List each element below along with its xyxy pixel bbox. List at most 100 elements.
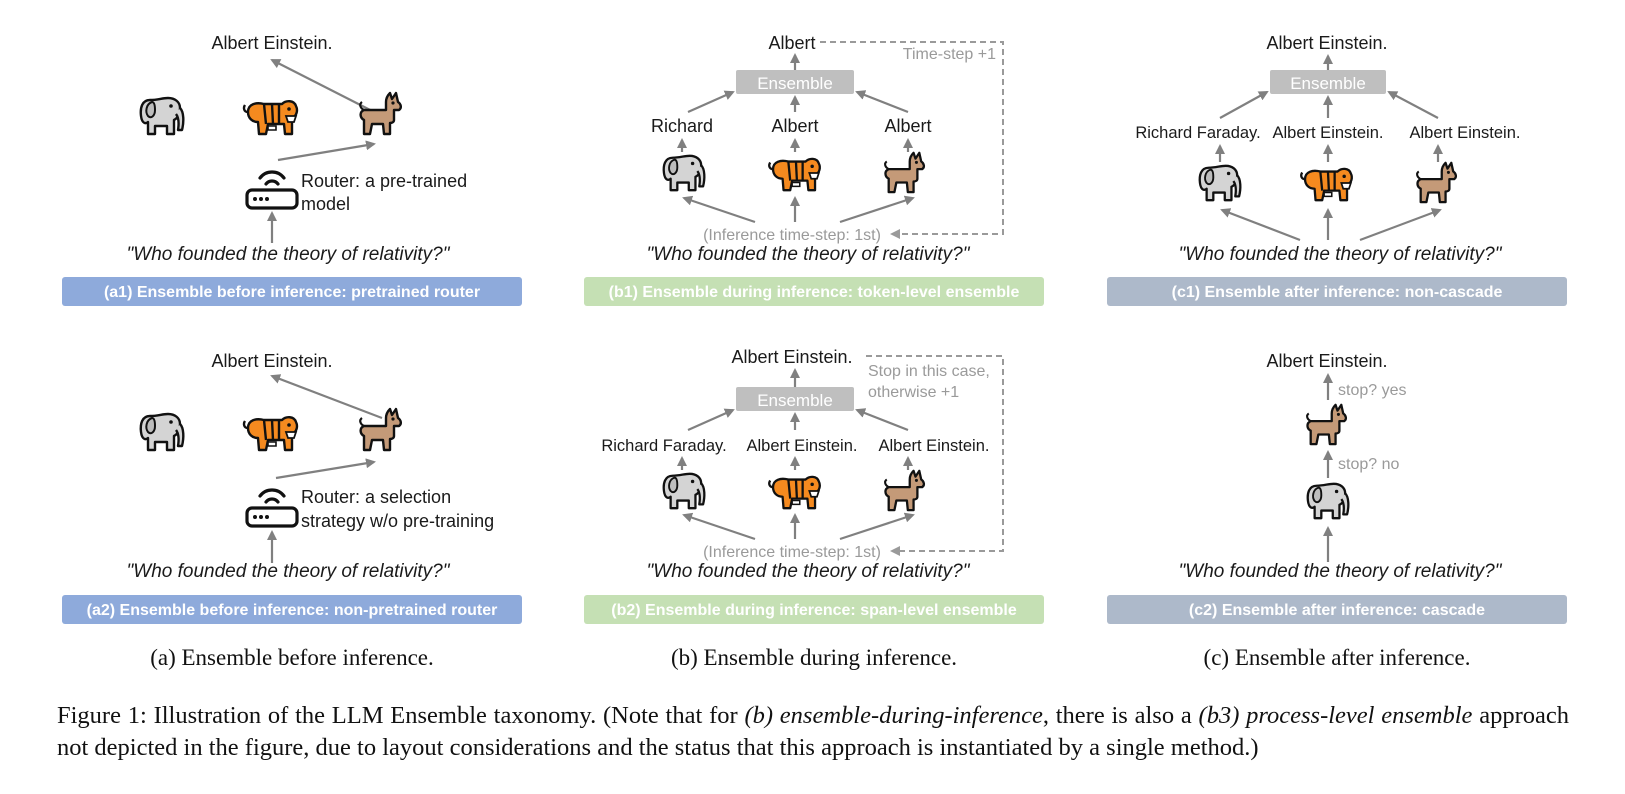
elephant-icon [1198,164,1242,202]
c2-band-label: (c2) Ensemble after inference: cascade [1189,602,1485,619]
tiger-icon [242,416,299,452]
c2-stop-yes: stop? yes [1338,382,1406,399]
b2-stop-note-2: otherwise +1 [868,384,959,401]
a2-router-to-llama-arrow [275,458,376,480]
b2-inference-step: (Inference time-step: 1st) [703,544,881,561]
c1-question: "Who founded the theory of relativity?" [1179,244,1503,265]
llama-icon [883,469,926,512]
b2-arrow-left-to-ensemble [687,408,735,432]
c1-input-arrow-right [1359,208,1442,242]
c1-band-label: (c1) Ensemble after inference: non-casca… [1172,284,1503,301]
subcaption-c: (c) Ensemble after inference. [1204,645,1471,670]
b2-arrow-right-to-ensemble [855,408,909,432]
caption-text-3: approach not depicted in the figure, due… [57,702,1570,761]
c2-question: "Who founded the theory of relativity?" [1179,561,1503,582]
llama-icon [883,151,926,194]
c1-model-output-3: Albert Einstein. [1410,124,1521,142]
b2-loop-arrow [866,355,1004,556]
b2-model-output-3: Albert Einstein. [879,437,990,455]
router-icon [245,170,299,210]
llama-icon [1305,403,1348,446]
a1-label-band [62,277,522,306]
elephant-icon [139,96,185,136]
a2-label-band [62,595,522,624]
llm-ensemble-taxonomy-figure: Albert Einstein. Router: a pre-trained m… [62,33,1567,670]
tiger-icon [768,157,821,192]
b1-arrow-left-to-ensemble [687,90,735,114]
panel-a1: Albert Einstein. Router: a pre-trained m… [62,33,522,306]
b1-input-arrow-left [682,195,756,224]
b2-band-label: (b2) Ensemble during inference: span-lev… [611,602,1017,619]
b2-input-arrow-left [682,512,756,541]
b1-arrow-right-to-ensemble [855,90,909,114]
b2-input-arrow-right [839,512,915,541]
b2-model-output-2: Albert Einstein. [747,437,858,455]
a1-output-arrow [270,59,383,117]
b1-model-output-1: Richard [651,116,713,136]
a2-band-label: (a2) Ensemble before inference: non-pret… [87,602,498,619]
tiger-icon [768,475,821,510]
b1-ensemble-label: Ensemble [757,74,833,93]
b2-question: "Who founded the theory of relativity?" [647,561,971,582]
panel-b1: Albert Time-step +1 Ensemble Richard Alb… [584,33,1044,306]
c1-arrow-right-to-ensemble [1387,91,1439,119]
panel-c2: Albert Einstein. stop? yes stop? no "Who… [1107,351,1567,624]
subcaption-a: (a) Ensemble before inference. [150,645,434,670]
b2-ensemble-label: Ensemble [757,391,833,410]
b2-label-band [584,595,1044,624]
b2-output: Albert Einstein. [731,347,852,367]
a1-output: Albert Einstein. [211,33,332,53]
c1-model-output-1: Richard Faraday. [1135,124,1260,142]
a1-router-to-llama-arrow [277,140,376,162]
tiger-icon [242,100,299,136]
caption-text-2: , there is also a [1042,702,1199,729]
b1-ensemble-box [736,70,854,94]
panel-a2: Albert Einstein. Router: a selection str… [62,351,522,624]
elephant-icon [1306,482,1350,520]
c1-label-band [1107,277,1567,306]
elephant-icon [662,472,706,510]
llama-icon [1415,161,1458,204]
b1-output: Albert [768,33,815,53]
subcaption-b: (b) Ensemble during inference. [671,645,957,670]
c1-input-arrow-left [1220,208,1301,242]
c1-arrow-left-to-ensemble [1219,91,1269,119]
b2-stop-note-1: Stop in this case, [868,363,990,380]
panel-c1: Albert Einstein. Ensemble Richard Farada… [1107,33,1567,306]
c1-ensemble-label: Ensemble [1290,74,1366,93]
c2-stop-no: stop? no [1338,456,1399,473]
a2-output-arrow [270,374,383,420]
c1-ensemble-box [1270,70,1386,94]
tiger-icon [1300,167,1353,202]
elephant-icon [139,412,185,452]
elephant-icon [662,154,706,192]
a1-band-label: (a1) Ensemble before inference: pretrain… [104,284,480,301]
b1-label-band [584,277,1044,306]
llama-icon [359,407,403,452]
a2-question: "Who founded the theory of relativity?" [127,561,451,582]
figure-caption: Figure 1: Illustration of the LLM Ensemb… [57,700,1569,764]
b1-inference-step: (Inference time-step: 1st) [703,227,881,244]
a1-router-label-1: Router: a pre-trained [301,171,467,191]
a1-router-label-2: model [301,194,350,214]
b1-band-label: (b1) Ensemble during inference: token-le… [609,284,1020,301]
b1-model-output-3: Albert [884,116,931,136]
b1-question: "Who founded the theory of relativity?" [647,244,971,265]
panel-b2: Albert Einstein. Stop in this case, othe… [584,347,1044,624]
caption-italic-1: (b) ensemble-during-inference [744,702,1043,729]
c2-label-band [1107,595,1567,624]
b1-input-arrow-right [839,195,915,224]
b1-timestep-note: Time-step +1 [903,46,996,63]
c1-output: Albert Einstein. [1266,33,1387,53]
c2-output: Albert Einstein. [1266,351,1387,371]
c1-model-output-2: Albert Einstein. [1273,124,1384,142]
llama-icon [359,91,403,136]
b2-model-output-1: Richard Faraday. [601,437,726,455]
a1-question: "Who founded the theory of relativity?" [127,244,451,265]
b1-timestep-loop-arrow [820,41,1004,239]
b1-model-output-2: Albert [771,116,818,136]
a2-router-label-2: strategy w/o pre-training [301,511,494,531]
a2-output: Albert Einstein. [211,351,332,371]
caption-text-1: Figure 1: Illustration of the LLM Ensemb… [57,702,745,729]
a2-router-label-1: Router: a selection [301,487,451,507]
